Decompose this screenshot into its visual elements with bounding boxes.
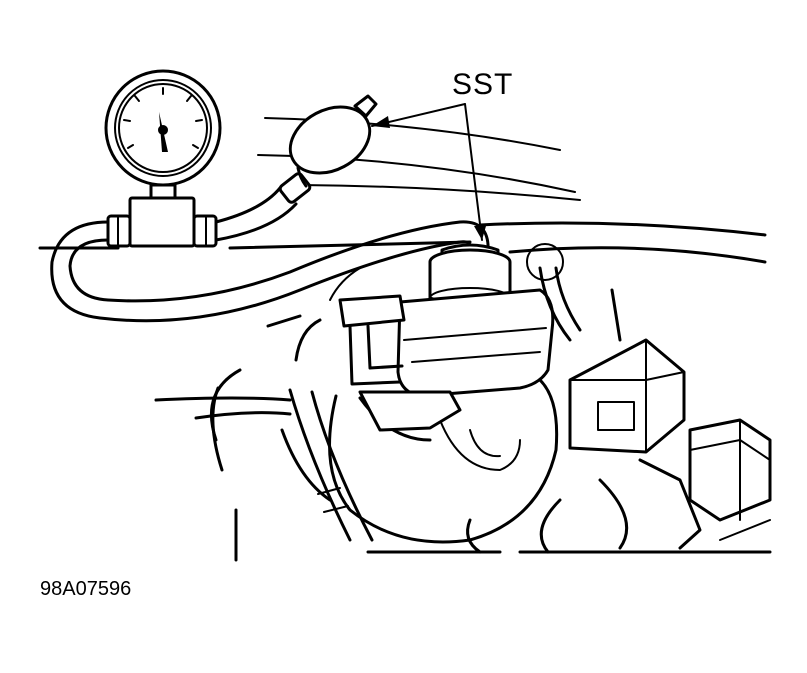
right-side-components (466, 243, 772, 554)
tee-connector (106, 196, 218, 248)
brake-fluid-reservoir (396, 288, 555, 398)
sst-label: SST (452, 68, 514, 101)
junction-box (568, 338, 686, 454)
gauge-ticks (123, 87, 203, 149)
figure-id-label: 98A07596 (40, 578, 132, 600)
lower-hoses (154, 368, 374, 562)
sst-leader-lines (371, 103, 486, 241)
bulb-hose (214, 172, 312, 242)
pressure-gauge (104, 69, 222, 201)
brake-booster (328, 378, 559, 544)
squeeze-bulb (288, 94, 378, 188)
pipe-bracket (266, 294, 406, 386)
vacuum-hose (50, 220, 490, 323)
